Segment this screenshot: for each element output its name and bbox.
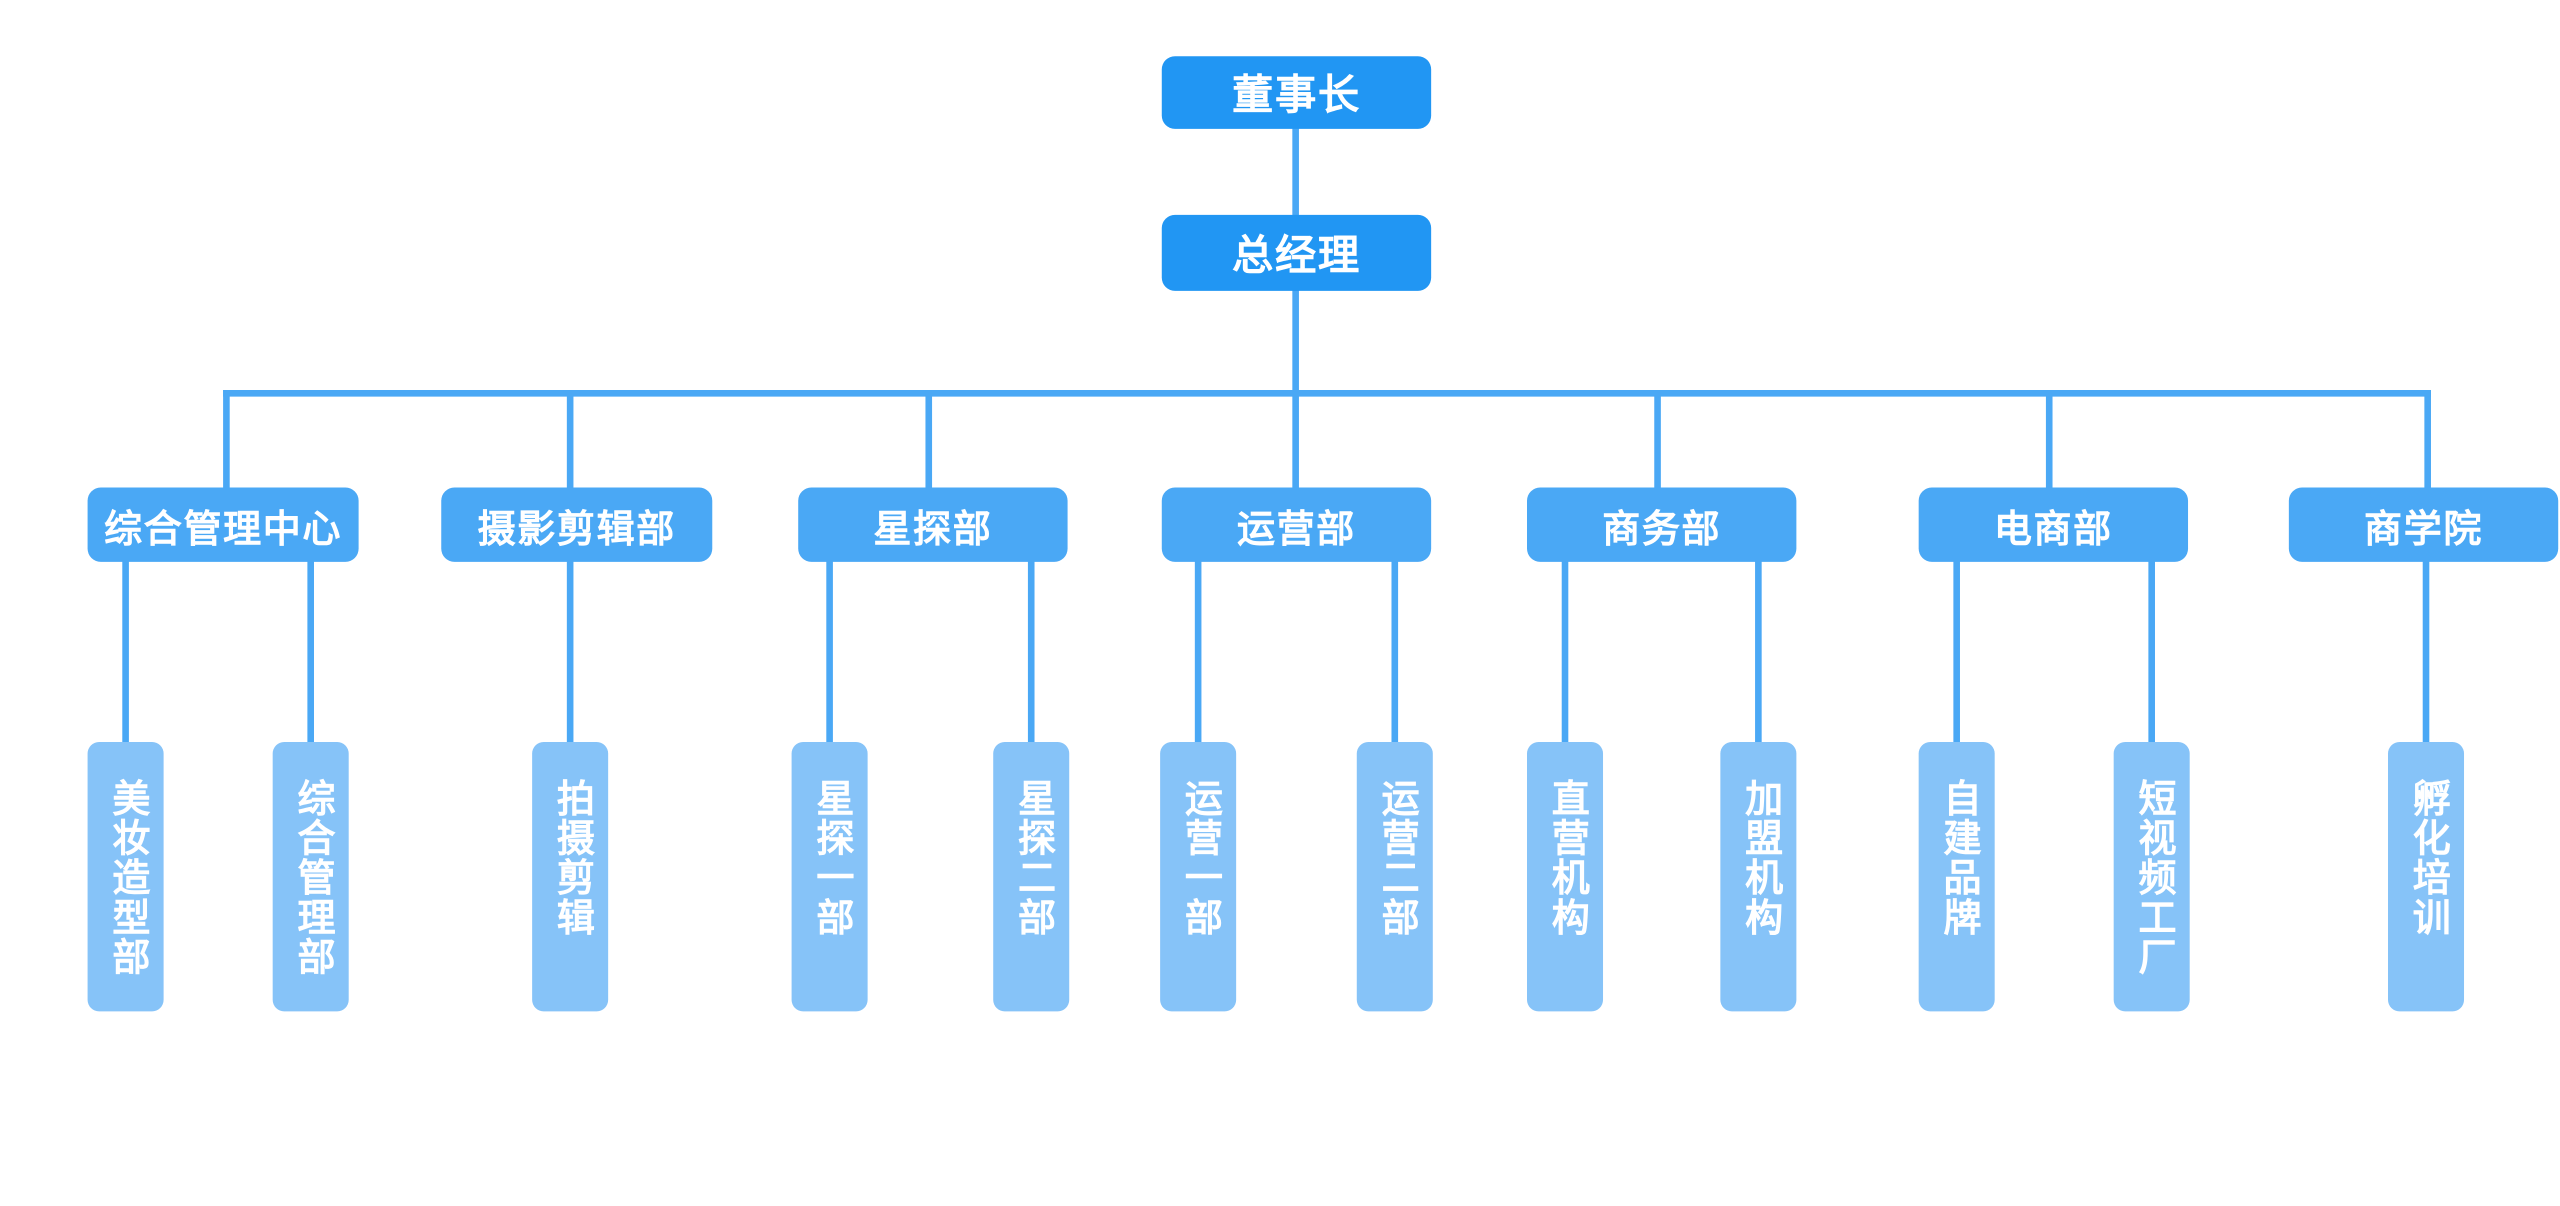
dept-label: 商学院 <box>2364 508 2484 552</box>
dept-business-school: 商学院 <box>2288 487 2559 562</box>
general-manager-label: 总经理 <box>1231 231 1361 280</box>
unit-scout-2: 星探二部 <box>993 742 1070 1012</box>
unit-incubation-training: 孵化培训 <box>2388 742 2465 1012</box>
dept-label: 星探部 <box>873 508 993 552</box>
unit-label: 自建品牌 <box>1936 778 1979 938</box>
dept-label: 运营部 <box>1236 508 1356 552</box>
dept-ecommerce: 电商部 <box>1918 487 2189 562</box>
unit-label: 加盟机构 <box>1737 778 1781 938</box>
unit-shooting-editing: 拍摄剪辑 <box>532 742 609 1012</box>
unit-short-video-factory: 短视频工厂 <box>2113 742 2190 1012</box>
unit-label: 综合管理部 <box>290 778 333 977</box>
dept-label: 综合管理中心 <box>104 508 343 552</box>
unit-label: 美妆造型部 <box>104 778 148 977</box>
unit-operations-2: 运营二部 <box>1356 742 1433 1012</box>
chairman-box: 董事长 <box>1161 56 1432 129</box>
dept-business: 商务部 <box>1527 487 1797 562</box>
unit-label: 星探二部 <box>1010 778 1054 938</box>
unit-label: 运营一部 <box>1177 778 1221 938</box>
dept-label: 摄影剪辑部 <box>477 508 676 552</box>
dept-talent-scout: 星探部 <box>798 487 1068 562</box>
unit-label: 星探一部 <box>808 778 852 938</box>
unit-label: 孵化培训 <box>2405 778 2449 938</box>
unit-franchise: 加盟机构 <box>1720 742 1797 1012</box>
unit-general-admin: 综合管理部 <box>272 742 349 1012</box>
dept-operations: 运营部 <box>1161 487 1432 562</box>
unit-scout-1: 星探一部 <box>791 742 868 1012</box>
general-manager-box: 总经理 <box>1161 214 1432 291</box>
unit-label: 运营二部 <box>1374 778 1418 938</box>
unit-label: 直营机构 <box>1544 778 1588 938</box>
unit-operations-1: 运营一部 <box>1160 742 1237 1012</box>
unit-label: 拍摄剪辑 <box>549 778 593 938</box>
unit-makeup-styling: 美妆造型部 <box>87 742 164 1012</box>
unit-own-brand: 自建品牌 <box>1918 742 1995 1012</box>
dept-label: 商务部 <box>1602 508 1722 552</box>
dept-label: 电商部 <box>1993 508 2113 552</box>
unit-label: 短视频工厂 <box>2131 778 2174 977</box>
dept-admin-center: 综合管理中心 <box>87 487 359 562</box>
unit-direct-stores: 直营机构 <box>1527 742 1604 1012</box>
dept-photo-editing: 摄影剪辑部 <box>441 487 713 562</box>
chairman-label: 董事长 <box>1231 71 1361 119</box>
